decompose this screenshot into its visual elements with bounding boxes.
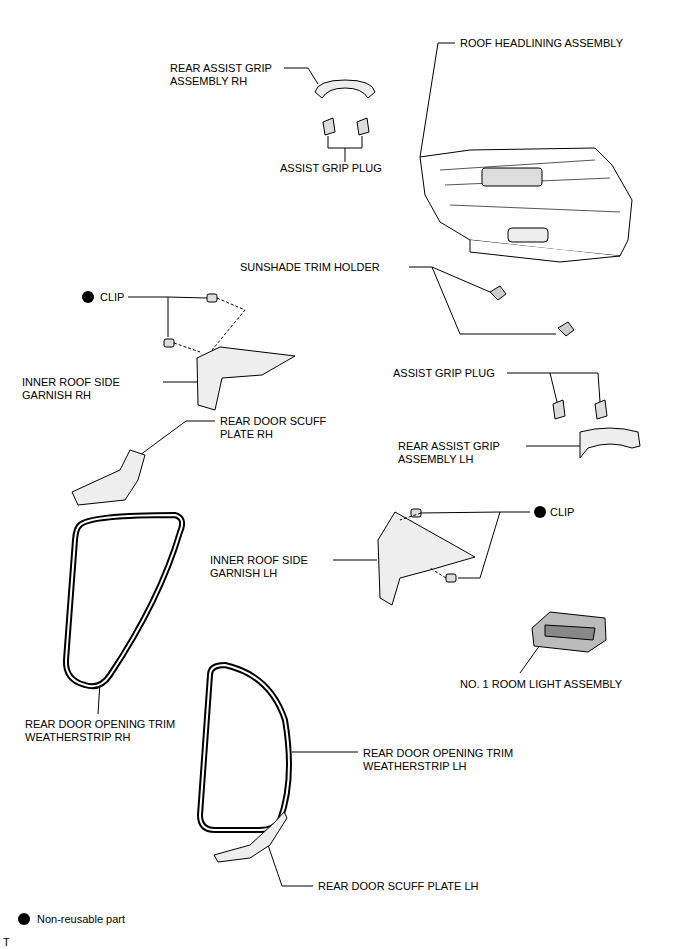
legend-text: Non-reusable part: [37, 913, 125, 926]
part-label: ASSIST GRIP PLUG: [280, 162, 382, 175]
part-label: REAR DOOR OPENING TRIM WEATHERSTRIP LH: [363, 747, 523, 773]
part-label: REAR DOOR SCUFF PLATE LH: [318, 880, 479, 893]
part-label: REAR DOOR SCUFF PLATE RH: [220, 415, 345, 441]
part-label: ASSIST GRIP PLUG: [393, 367, 495, 380]
part-label: SUNSHADE TRIM HOLDER: [240, 261, 380, 274]
part-label: ROOF HEADLINING ASSEMBLY: [460, 37, 623, 50]
part-label: CLIP: [550, 506, 574, 519]
part-label: REAR ASSIST GRIP ASSEMBLY RH: [170, 62, 288, 88]
part-label: REAR ASSIST GRIP ASSEMBLY LH: [398, 440, 518, 466]
part-label: REAR DOOR OPENING TRIM WEATHERSTRIP RH: [25, 718, 185, 744]
legend-symbol: [18, 913, 30, 925]
non-reusable-mark: [82, 291, 94, 303]
part-label: INNER ROOF SIDE GARNISH LH: [210, 554, 322, 580]
part-label: T: [3, 936, 10, 949]
part-label: INNER ROOF SIDE GARNISH RH: [22, 376, 134, 402]
non-reusable-mark: [534, 506, 546, 518]
part-label: CLIP: [100, 291, 124, 304]
part-label: NO. 1 ROOM LIGHT ASSEMBLY: [460, 678, 622, 691]
